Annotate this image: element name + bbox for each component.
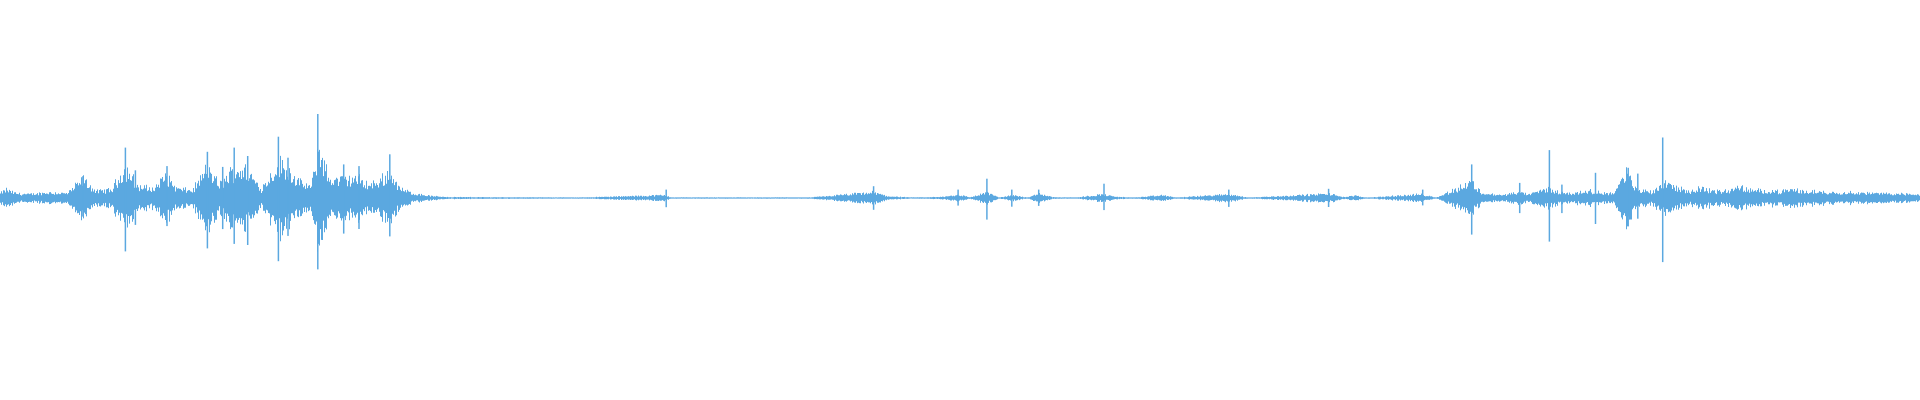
waveform-bars [0, 148, 1920, 252]
waveform-spikes [82, 114, 1664, 270]
